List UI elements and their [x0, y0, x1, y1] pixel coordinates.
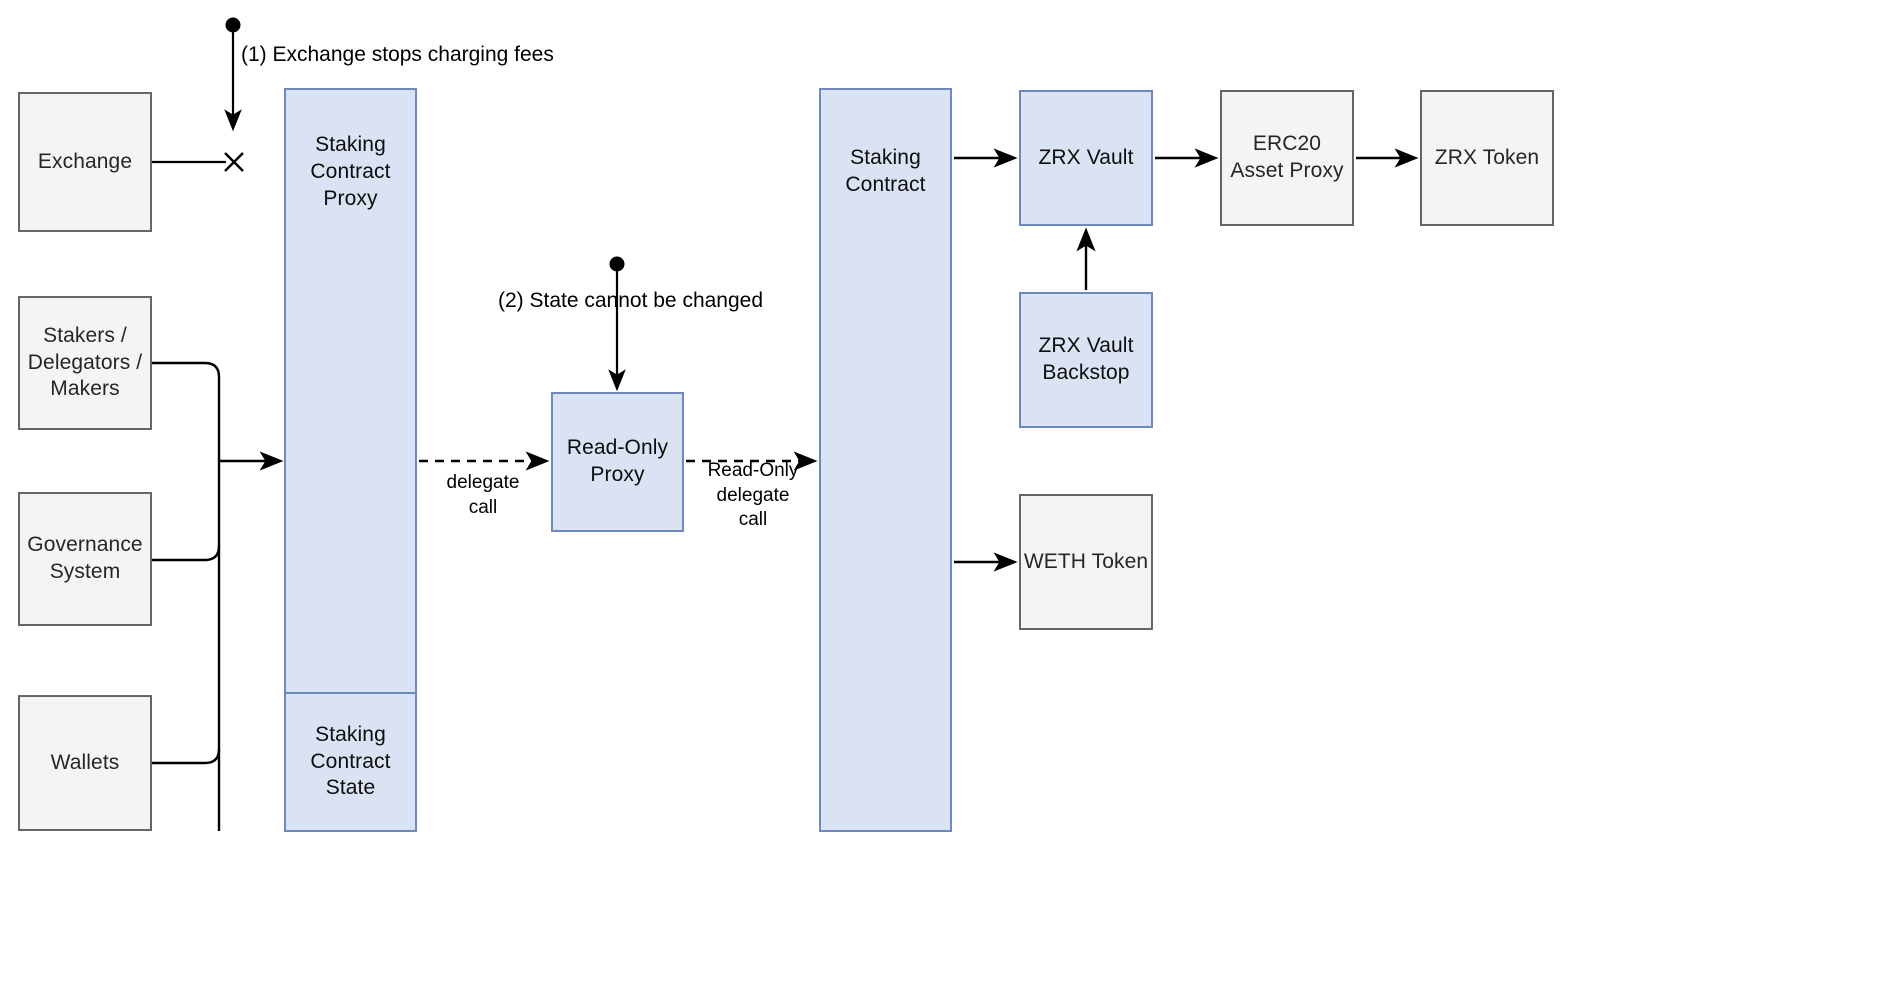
- node-zrx-vault-backstop-label: ZRX Vault Backstop: [1038, 334, 1134, 384]
- node-stakers-delegators-makers-label: Stakers / Delegators / Makers: [27, 323, 143, 401]
- annotation-state-cannot-be-changed: (2) State cannot be changed: [498, 289, 764, 312]
- node-weth-token[interactable]: WETH Token: [1019, 494, 1153, 630]
- node-staking-contract-label: Staking Contract: [845, 146, 926, 196]
- staking-contract-state-divider: [284, 692, 417, 694]
- node-erc20-asset-proxy-label: ERC20 Asset Proxy: [1230, 132, 1344, 182]
- node-staking-contract[interactable]: Staking Contract: [819, 88, 952, 832]
- edge-exchange-blocked: [152, 152, 244, 172]
- node-wallets-label: Wallets: [50, 750, 120, 774]
- node-governance-system-label: Governance System: [27, 533, 143, 583]
- node-read-only-proxy-label: Read-Only Proxy: [566, 436, 669, 486]
- node-zrx-vault-backstop[interactable]: ZRX Vault Backstop: [1019, 292, 1153, 428]
- node-weth-token-label: WETH Token: [1023, 549, 1149, 573]
- node-erc20-asset-proxy[interactable]: ERC20 Asset Proxy: [1220, 90, 1354, 226]
- node-read-only-proxy[interactable]: Read-Only Proxy: [551, 392, 684, 532]
- node-staking-contract-state-label: Staking Contract State: [310, 722, 391, 800]
- annotation-exchange-stops-charging-fees: (1) Exchange stops charging fees: [241, 43, 554, 66]
- node-zrx-token-label: ZRX Token: [1434, 145, 1540, 169]
- node-wallets[interactable]: Wallets: [18, 695, 152, 831]
- node-staking-contract-proxy[interactable]: Staking Contract Proxy: [284, 88, 417, 832]
- node-zrx-vault-label: ZRX Vault: [1038, 145, 1134, 169]
- edge-actors-to-staking-proxy: [152, 361, 284, 831]
- node-governance-system[interactable]: Governance System: [18, 492, 152, 626]
- edge-label-readonly-delegate-call: Read-Only delegate call: [707, 460, 799, 531]
- edge-label-delegate-call: delegate call: [446, 472, 520, 518]
- node-zrx-token[interactable]: ZRX Token: [1420, 90, 1554, 226]
- node-exchange[interactable]: Exchange: [18, 92, 152, 232]
- node-zrx-vault[interactable]: ZRX Vault: [1019, 90, 1153, 226]
- node-staking-contract-proxy-label: Staking Contract Proxy: [310, 133, 391, 210]
- node-stakers-delegators-makers[interactable]: Stakers / Delegators / Makers: [18, 296, 152, 430]
- callout-1-connector: [224, 17, 242, 132]
- node-staking-contract-state[interactable]: Staking Contract State: [284, 692, 417, 832]
- callout-2-connector: [608, 256, 626, 392]
- node-exchange-label: Exchange: [37, 149, 133, 173]
